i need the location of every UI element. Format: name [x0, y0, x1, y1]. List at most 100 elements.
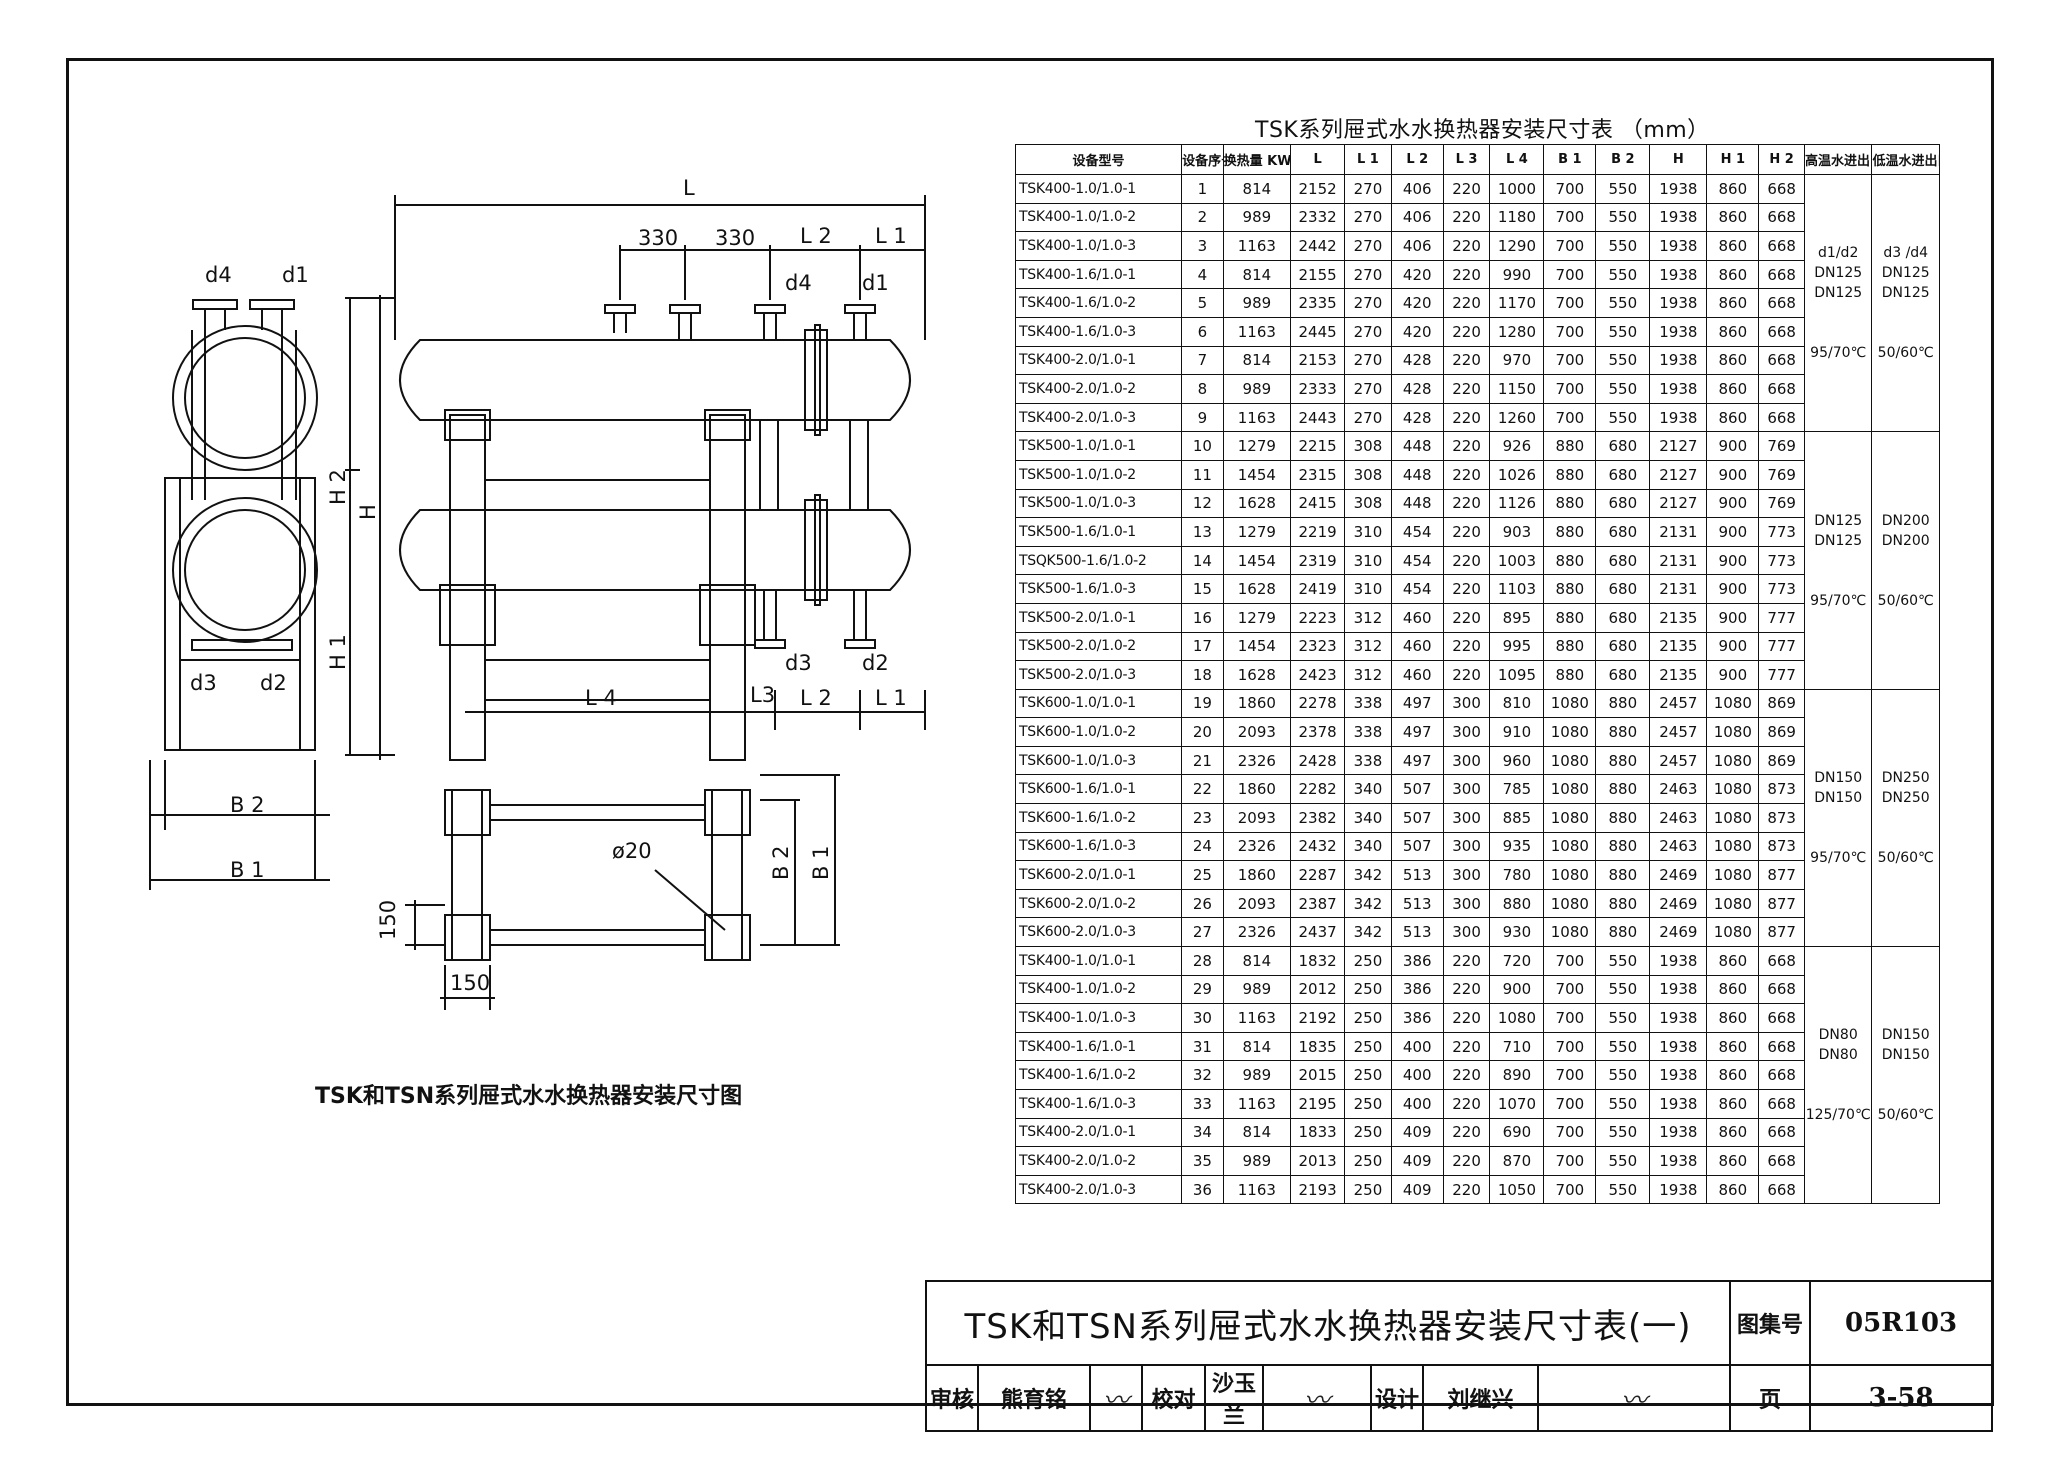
- value-cell: 873: [1758, 774, 1805, 805]
- value-cell: 550: [1595, 231, 1651, 261]
- value-cell: 18: [1181, 660, 1224, 690]
- value-cell: 860: [1706, 1146, 1760, 1176]
- value-cell: 1938: [1649, 345, 1708, 376]
- value-cell: 1260: [1489, 402, 1545, 433]
- value-cell: 2457: [1649, 745, 1708, 776]
- value-cell: 2: [1181, 202, 1224, 233]
- value-cell: 1832: [1290, 946, 1346, 976]
- value-cell: 1279: [1222, 431, 1292, 461]
- value-cell: 989: [1222, 1060, 1292, 1090]
- value-cell: 885: [1489, 803, 1545, 833]
- value-cell: 1938: [1649, 946, 1708, 976]
- value-cell: 2152: [1290, 174, 1346, 204]
- value-cell: 312: [1344, 602, 1392, 633]
- label-d3-front: d3: [785, 651, 812, 675]
- label-b1-side: B 1: [230, 858, 264, 882]
- value-cell: 2287: [1290, 860, 1346, 890]
- value-cell: 270: [1344, 231, 1392, 261]
- connection-spec: 125/70℃: [1805, 1107, 1871, 1124]
- value-cell: 30: [1181, 1003, 1224, 1033]
- label-d4-front: d4: [785, 271, 812, 295]
- value-cell: 1080: [1543, 888, 1597, 919]
- value-cell: 2131: [1649, 574, 1708, 604]
- value-cell: 668: [1758, 1089, 1805, 1119]
- connection-spec: DN80: [1818, 1027, 1858, 1044]
- value-cell: 386: [1390, 1003, 1444, 1033]
- value-cell: 14: [1181, 545, 1224, 576]
- value-cell: 680: [1595, 545, 1651, 576]
- value-cell: 860: [1706, 202, 1760, 233]
- value-cell: 454: [1390, 574, 1444, 604]
- value-cell: 270: [1344, 402, 1392, 433]
- model-cell: TSK400-2.0/1.0-2: [1014, 374, 1183, 404]
- value-cell: 550: [1595, 345, 1651, 376]
- value-cell: 777: [1758, 660, 1805, 690]
- value-cell: 420: [1390, 316, 1444, 347]
- value-cell: 250: [1344, 1146, 1392, 1176]
- value-cell: 668: [1758, 974, 1805, 1005]
- value-cell: 680: [1595, 631, 1651, 662]
- value-cell: 880: [1595, 917, 1651, 948]
- value-cell: 2223: [1290, 602, 1346, 633]
- label-b1-plan: B 1: [809, 846, 833, 880]
- value-cell: 454: [1390, 545, 1444, 576]
- value-cell: 900: [1706, 660, 1760, 690]
- value-cell: 1150: [1489, 374, 1545, 404]
- design-signature: 〰: [1536, 1364, 1732, 1432]
- value-cell: 386: [1390, 946, 1444, 976]
- value-cell: 2127: [1649, 431, 1708, 461]
- header-cell: 高温水进出口: [1803, 144, 1873, 175]
- value-cell: 2012: [1290, 974, 1346, 1005]
- model-cell: TSK600-1.6/1.0-3: [1014, 831, 1183, 862]
- value-cell: 989: [1222, 374, 1292, 404]
- value-cell: 497: [1390, 717, 1444, 747]
- value-cell: 16: [1181, 602, 1224, 633]
- value-cell: 1454: [1222, 545, 1292, 576]
- value-cell: 448: [1390, 488, 1444, 519]
- model-cell: TSK400-2.0/1.0-2: [1014, 1146, 1183, 1176]
- value-cell: 220: [1442, 631, 1491, 662]
- value-cell: 338: [1344, 745, 1392, 776]
- header-cell: L 1: [1344, 144, 1392, 175]
- header-cell: B 2: [1595, 144, 1651, 175]
- value-cell: 15: [1181, 574, 1224, 604]
- value-cell: 700: [1543, 345, 1597, 376]
- value-cell: 877: [1758, 888, 1805, 919]
- connection-spec: DN125: [1814, 285, 1863, 302]
- value-cell: 2387: [1290, 888, 1346, 919]
- heat-exchanger-drawing: d4 d1 d3 d2 B 2 B 1 H H 2 H 1 L 330 330 …: [149, 176, 926, 1109]
- value-cell: 409: [1390, 1146, 1444, 1176]
- model-cell: TSK500-1.0/1.0-1: [1014, 431, 1183, 461]
- value-cell: 1080: [1543, 774, 1597, 805]
- value-cell: 900: [1706, 488, 1760, 519]
- value-cell: 773: [1758, 574, 1805, 604]
- value-cell: 668: [1758, 1060, 1805, 1090]
- value-cell: 1163: [1222, 402, 1292, 433]
- model-cell: TSK600-1.0/1.0-3: [1014, 745, 1183, 776]
- connection-spec: 95/70℃: [1810, 345, 1867, 362]
- value-cell: 448: [1390, 431, 1444, 461]
- model-cell: TSK500-1.0/1.0-3: [1014, 488, 1183, 519]
- value-cell: 1938: [1649, 374, 1708, 404]
- value-cell: 1126: [1489, 488, 1545, 519]
- value-cell: 1080: [1543, 688, 1597, 719]
- label-l4: L 4: [585, 686, 617, 710]
- value-cell: 2463: [1649, 831, 1708, 862]
- value-cell: 860: [1706, 316, 1760, 347]
- value-cell: 880: [1595, 774, 1651, 805]
- value-cell: 989: [1222, 288, 1292, 318]
- value-cell: 1454: [1222, 459, 1292, 490]
- value-cell: 668: [1758, 1174, 1805, 1205]
- value-cell: 220: [1442, 345, 1491, 376]
- value-cell: 312: [1344, 660, 1392, 690]
- value-cell: 220: [1442, 1146, 1491, 1176]
- label-330-a: 330: [638, 226, 678, 250]
- value-cell: 406: [1390, 174, 1444, 204]
